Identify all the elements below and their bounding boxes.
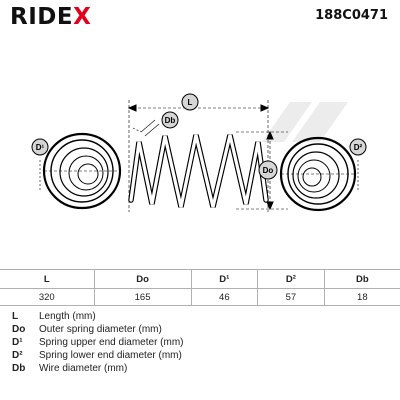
header: RIDEX 188C0471 [0,0,400,30]
legend: L Length (mm) Do Outer spring diameter (… [12,310,184,375]
table-header-cell: Db [323,269,400,289]
svg-text:D²: D² [354,143,363,152]
legend-item: D¹ Spring upper end diameter (mm) [12,336,184,349]
legend-text: Length (mm) [39,311,96,322]
spring-drawing: D¹ D² L Do [31,93,367,212]
part-number: 188C0471 [315,8,388,23]
table-header-cell: D² [257,269,325,289]
svg-text:Do: Do [263,166,274,175]
wire-diameter-badge: Db [161,111,179,129]
table-header-row: L Do D¹ D² Db [0,269,400,289]
legend-abbr: L [12,311,19,322]
specifications-table: L Do D¹ D² Db 320 165 46 57 18 [0,269,400,306]
table-cell: 165 [93,288,192,306]
legend-abbr: Db [12,363,26,374]
svg-text:D¹: D¹ [36,143,45,152]
length-dimension [127,100,270,212]
upper-end-view [39,132,122,210]
table-header-cell: Do [93,269,192,289]
table-row: 320 165 46 57 18 [0,288,400,306]
length-badge: L [181,93,199,111]
table-cell: 320 [0,288,95,306]
legend-text: Spring upper end diameter (mm) [39,337,184,348]
legend-item: D² Spring lower end diameter (mm) [12,349,184,362]
legend-abbr: D² [12,350,23,361]
legend-text: Spring lower end diameter (mm) [39,350,182,361]
brand-logo: RIDEX [10,4,91,30]
brand-logo-x: X [73,4,92,30]
svg-text:Db: Db [165,116,176,125]
lower-end-badge: D² [349,138,367,156]
legend-item: Db Wire diameter (mm) [12,362,184,375]
brand-logo-text: RIDE [10,4,74,30]
svg-text:L: L [188,98,193,107]
legend-item: L Length (mm) [12,310,184,323]
table-header-cell: L [0,269,95,289]
watermark [262,102,348,142]
outer-diameter-dimension [236,130,288,211]
legend-text: Wire diameter (mm) [39,363,128,374]
spring-side-view [128,134,269,208]
table-cell: 46 [190,288,259,306]
table-header-cell: D¹ [190,269,259,289]
outer-diameter-badge: Do [258,160,278,180]
table-cell: 57 [257,288,325,306]
legend-text: Outer spring diameter (mm) [39,324,162,335]
wire-diameter-indicator [132,119,160,137]
table-cell: 18 [323,288,400,306]
legend-abbr: D¹ [12,337,23,348]
lower-end-view [279,136,359,212]
upper-end-badge: D¹ [31,138,49,156]
legend-abbr: Do [12,324,26,335]
legend-item: Do Outer spring diameter (mm) [12,323,184,336]
